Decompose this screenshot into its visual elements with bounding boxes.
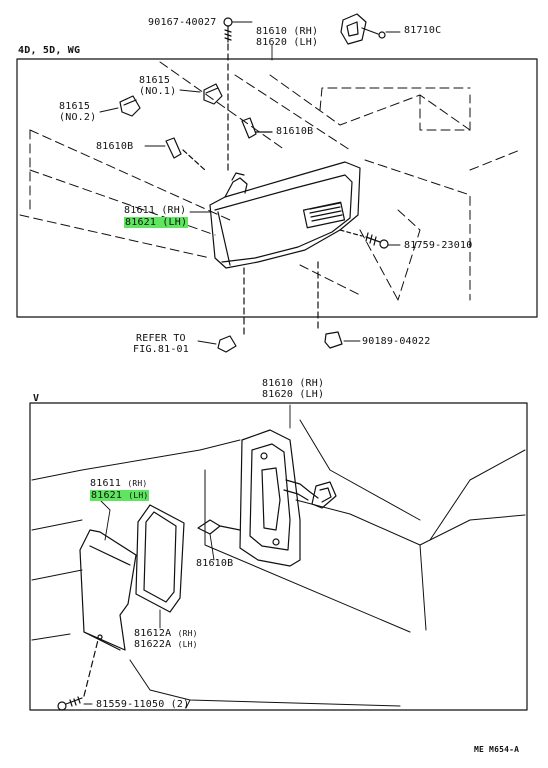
variant-label-bottom: V — [33, 393, 40, 404]
part-81611-side: (RH) — [127, 479, 148, 488]
part-label-90189: 90189-04022 — [362, 336, 431, 347]
refer-label-line1: REFER TO — [136, 333, 186, 344]
bottom-panel — [29, 402, 528, 711]
rear-lamp-housing — [239, 429, 337, 567]
part-label-81612a: 81612A (RH) — [134, 628, 198, 639]
bulb-81610b-bottom — [197, 519, 241, 535]
bulb-81610b-right — [241, 117, 273, 139]
refer-label-line2: FIG.81-01 — [133, 344, 189, 355]
highlight-81621-top: 81621 (LH) — [124, 217, 189, 228]
top-body-outline — [19, 61, 521, 301]
part-label-81611: 81611 (RH) — [124, 205, 187, 216]
socket-81710c — [340, 13, 386, 45]
part-label-no1: (NO.1) — [139, 86, 177, 97]
lens-81611 — [79, 529, 137, 651]
top-frame — [16, 58, 538, 318]
part-label-81610b-left: 81610B — [96, 141, 134, 152]
clip-90189 — [317, 261, 343, 349]
front-side-marker-lamp — [209, 161, 361, 269]
bulb-socket-no1 — [203, 83, 223, 105]
part-label-81759: 81759-23010 — [404, 240, 473, 251]
part-81612a-side: (RH) — [177, 629, 198, 638]
top-leader-lines — [99, 21, 401, 345]
part-label-81611-bottom: 81611 (RH) — [90, 478, 147, 489]
part-label-81621-bottom: 81621 (LH) — [90, 490, 150, 501]
bolt-90167 — [223, 17, 233, 173]
gasket-81612a — [135, 504, 185, 613]
bulb-81610b-left — [165, 137, 206, 171]
part-label-81615-no2: 81615 — [59, 101, 91, 112]
part-label-81559: 81559-11050 (2) — [96, 699, 190, 710]
part-81621-code: 81621 — [91, 490, 123, 501]
part-label-81610-rh: 81610 (RH) — [256, 26, 319, 37]
part-label-81710c: 81710C — [404, 25, 442, 36]
nut-ref — [217, 267, 245, 353]
diagram-code: ME M654-A — [474, 745, 520, 754]
bottom-frame — [29, 402, 528, 711]
part-label-81621-highlight: 81621 (LH) — [124, 217, 189, 228]
part-label-81610b-bottom: 81610B — [196, 558, 234, 569]
screw-81759 — [339, 229, 389, 249]
part-label-90167: 90167-40027 — [148, 17, 217, 28]
part-81622a-side: (LH) — [177, 640, 198, 649]
part-label-no2: (NO.2) — [59, 112, 97, 123]
part-label-81615-no1: 81615 — [139, 75, 171, 86]
highlight-81621-bottom: 81621 (LH) — [90, 490, 150, 501]
screw-81559 — [57, 639, 99, 711]
bulb-socket-no2 — [119, 95, 141, 117]
part-81612a-code: 81612A — [134, 628, 172, 639]
part-81622a-code: 81622A — [134, 639, 172, 650]
part-label-81622a: 81622A (LH) — [134, 639, 198, 650]
part-label-81610b-right: 81610B — [276, 126, 314, 137]
part-label-81620-lh-bottom: 81620 (LH) — [262, 389, 325, 400]
part-label-81610-rh-bottom: 81610 (RH) — [262, 378, 325, 389]
variant-label-top: 4D, 5D, WG — [18, 45, 81, 56]
bottom-leader-lines — [83, 404, 291, 705]
part-label-81620-lh: 81620 (LH) — [256, 37, 319, 48]
top-panel — [16, 13, 538, 353]
part-81611-code: 81611 — [90, 478, 122, 489]
part-81621-side: (LH) — [128, 491, 149, 500]
